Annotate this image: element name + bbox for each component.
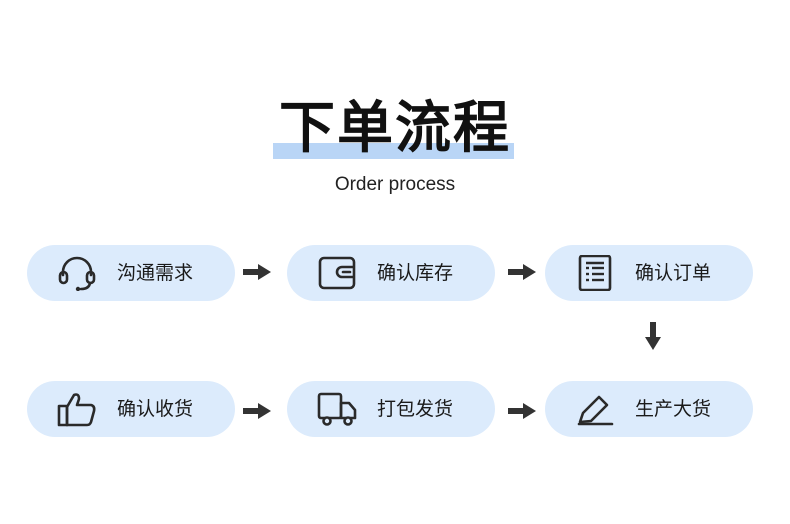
- arrow-right-icon: [508, 264, 536, 280]
- headset-icon: [58, 256, 96, 291]
- step-label: 确认订单: [635, 262, 712, 284]
- title-highlight: [273, 143, 514, 159]
- title-block: 下单流程: [0, 96, 790, 162]
- step-confirm-order: 确认订单: [545, 245, 753, 301]
- truck-icon: [317, 392, 357, 426]
- step-label: 沟通需求: [117, 262, 194, 284]
- step-label: 确认库存: [377, 262, 454, 284]
- step-confirm-receipt: 确认收货: [27, 381, 235, 437]
- wallet-icon: [318, 256, 356, 290]
- step-communicate-needs: 沟通需求: [27, 245, 235, 301]
- step-label: 生产大货: [635, 398, 712, 420]
- arrow-right-icon: [243, 264, 271, 280]
- arrow-right-icon: [243, 403, 271, 419]
- arrow-right-icon: [508, 403, 536, 419]
- pencil-icon: [577, 395, 614, 426]
- arrow-down-icon: [645, 322, 661, 350]
- thumbs-up-icon: [57, 393, 96, 427]
- step-label: 确认收货: [117, 398, 194, 420]
- step-pack-ship: 打包发货: [287, 381, 495, 437]
- page-title: 下单流程: [279, 96, 511, 161]
- document-icon: [578, 255, 612, 291]
- step-label: 打包发货: [377, 398, 454, 420]
- page-subtitle: Order process: [334, 174, 456, 195]
- step-confirm-stock: 确认库存: [287, 245, 495, 301]
- step-mass-production: 生产大货: [545, 381, 753, 437]
